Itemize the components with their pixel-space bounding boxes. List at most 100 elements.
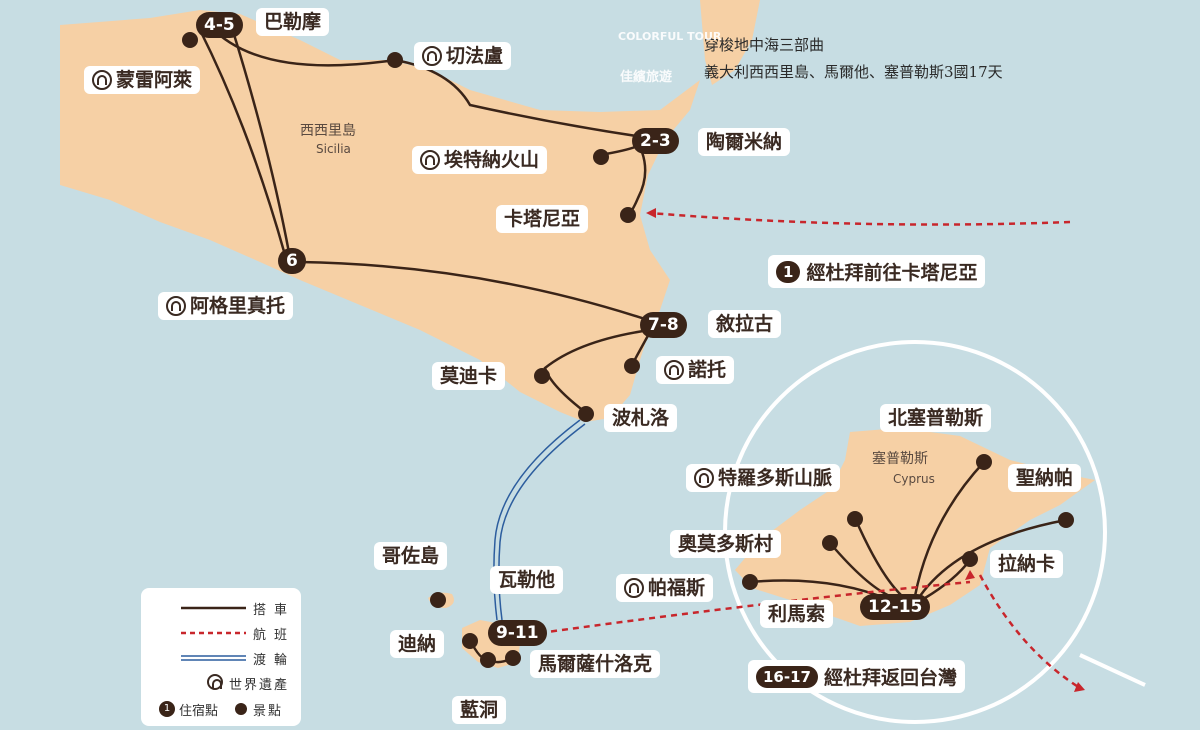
label-siracusa: 敘拉古 [708,310,782,338]
flight-return-day: 16-17 [756,665,818,688]
label-monreale: 蒙雷阿萊 [84,66,201,94]
label-kyrenia: 北塞普勒斯 [880,404,992,432]
paphos-text: 帕福斯 [648,577,706,599]
kyrenia-text: 北塞普勒斯 [888,407,984,429]
cefalu-text: 切法盧 [446,45,504,67]
legend-flight-line [181,631,246,635]
troodos-text: 特羅多斯山脈 [718,467,833,489]
label-cefalu: 切法盧 [414,42,512,70]
legend-ferry-line [181,655,246,661]
ayianapa-text: 聖納帕 [1016,467,1074,489]
noto-text: 諾托 [688,359,727,381]
marsaxlokk-text: 馬爾薩什洛克 [538,653,653,675]
map-title: 穿梭地中海三部曲 義大利西西里島、馬爾他、塞普勒斯3國17天 [704,32,1003,86]
italy-mainland [700,0,760,85]
label-mdina: 迪納 [390,630,445,658]
stay-marker: 1 [159,701,175,717]
stay-badge-taormina: 2-3 [632,128,679,154]
label-agrigento: 阿格里真托 [158,292,294,320]
legend-drive: 搭車 [141,598,301,618]
label-modica: 莫迪卡 [432,362,506,390]
heritage-icon [420,150,440,170]
legend-heritage: 世界遺產 [207,674,301,694]
legend-stay-text: 住宿點 [179,704,219,719]
label-noto: 諾托 [656,356,735,384]
dot-catania [620,207,636,223]
palermo-text: 巴勒摩 [264,11,322,33]
heritage-icon [92,70,112,90]
omodos-text: 奧莫多斯村 [678,533,774,555]
stay-badge-limassol: 12-15 [860,594,931,620]
route-troodos-limassol [853,517,903,597]
label-paphos: 帕福斯 [616,574,714,602]
legend-ferry: 渡輪 [141,648,301,668]
dot-kyrenia [976,454,992,470]
stay-badge-siracusa: 7-8 [640,312,687,338]
route-limassol-ayianapa [918,518,1067,597]
route-palermo-agrigento [230,27,292,259]
brand-logo: COLORFUL TOUR [618,30,722,43]
label-troodos: 特羅多斯山脈 [686,464,841,492]
dot-cefalu [387,52,403,68]
legend-flight: 航班 [141,623,301,643]
siracusa-text: 敘拉古 [716,313,774,335]
dot-ayianapa [1058,512,1074,528]
spot-marker [235,703,247,715]
flight-outbound-text: 經杜拜前往卡塔尼亞 [806,262,978,284]
region-sicily-zh: 西西里島 [300,123,356,139]
label-valletta: 瓦勒他 [490,566,564,594]
legend-flight-text: 航班 [253,628,296,643]
catania-text: 卡塔尼亞 [504,208,581,230]
legend-heritage-text: 世界遺產 [229,678,290,693]
stay-badge-agrigento: 6 [278,248,306,274]
larnaca-text: 拉納卡 [998,553,1056,575]
flight-outbound-label: 1 經杜拜前往卡塔尼亞 [768,255,986,288]
dot-troodos [847,511,863,527]
flight-return [978,574,1081,690]
label-limassol: 利馬索 [760,600,834,628]
dot-paphos [742,574,758,590]
dot-monreale [182,32,198,48]
dot-blue-grotto [480,652,496,668]
legend-ferry-text: 渡輪 [253,653,296,668]
dot-mdina [462,633,478,649]
dot-marsaxlokk [505,650,521,666]
title-line-2: 義大利西西里島、馬爾他、塞普勒斯3國17天 [704,63,1003,81]
flight-arrow-catania [646,208,656,218]
dot-larnaca [962,551,978,567]
legend-drive-text: 搭車 [253,603,296,618]
region-cyprus-zh: 塞普勒斯 [872,451,928,467]
spot-dots [182,32,1074,668]
label-omodos: 奧莫多斯村 [670,530,782,558]
dot-omodos [822,535,838,551]
monreale-text: 蒙雷阿萊 [116,69,193,91]
legend-drive-line [181,606,246,610]
heritage-icon [664,360,684,380]
flight-return-text: 經杜拜返回台灣 [823,667,957,689]
route-siracusa-modica [543,328,651,413]
agrigento-text: 阿格里真托 [190,295,286,317]
sicily-island [60,10,700,422]
blue-grotto-text: 藍洞 [460,699,499,721]
taormina-text: 陶爾米納 [706,131,783,153]
etna-text: 埃特納火山 [444,149,540,171]
region-sicily-en: Sicilia [316,142,351,156]
dot-modica [534,368,550,384]
route-limassol-kyrenia [913,461,985,597]
legend-spot-text: 景點 [253,704,284,719]
pozzallo-text: 波札洛 [612,407,670,429]
dot-etna [593,149,609,165]
mdina-text: 迪納 [398,633,437,655]
brand-name: 佳繽旅遊 [620,70,673,85]
title-line-1: 穿梭地中海三部曲 [704,36,825,54]
label-palermo: 巴勒摩 [256,8,330,36]
modica-text: 莫迪卡 [440,365,498,387]
label-etna: 埃特納火山 [412,146,548,174]
label-gozo: 哥佐島 [374,542,448,570]
flight-arrow-return [1074,682,1085,692]
valletta-text: 瓦勒他 [498,569,556,591]
label-marsaxlokk: 馬爾薩什洛克 [530,650,661,678]
heritage-icon [422,46,442,66]
heritage-icon [694,468,714,488]
